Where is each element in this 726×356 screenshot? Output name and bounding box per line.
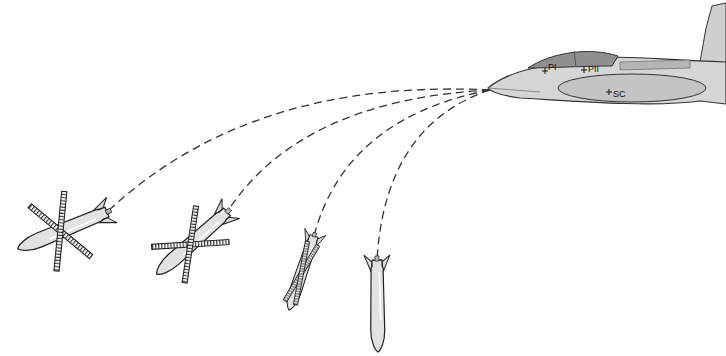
aircraft [488,3,726,104]
part-label: PI [548,62,557,72]
missile-wings-folded [364,255,391,352]
missile-wings-opening [139,188,249,294]
part-label: PII [588,64,599,74]
part-label: SC [613,89,626,99]
missile-wings-unfolding [278,228,325,313]
missile-wings-open [4,176,126,282]
trajectory-lines [107,89,490,260]
